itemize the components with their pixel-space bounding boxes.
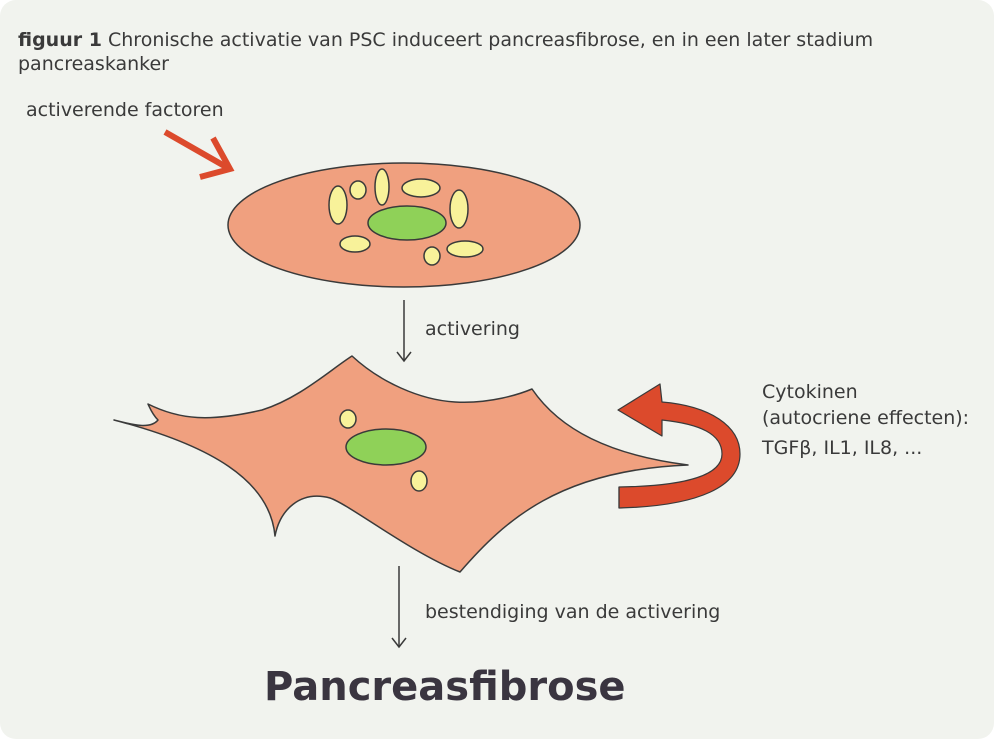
- caption-text: Chronische activatie van PSC induceert p…: [18, 29, 874, 75]
- activation-arrow: [396, 300, 412, 363]
- lipid-vesicle: [449, 189, 469, 229]
- persistence-arrow: [391, 566, 407, 649]
- activated-stellate-cell: [113, 355, 689, 573]
- lipid-vesicle: [339, 409, 357, 429]
- activating-factor-arrow: [163, 129, 235, 180]
- lipid-vesicle: [339, 235, 371, 253]
- lipid-vesicle: [349, 180, 367, 200]
- cytokines-label: Cytokinen: [762, 381, 858, 403]
- activating-factors-label: activerende factoren: [26, 99, 224, 121]
- lipid-vesicle: [328, 185, 348, 225]
- lipid-vesicle: [401, 178, 441, 198]
- persistence-label: bestendiging van de activering: [425, 601, 721, 623]
- cytokines-list-label: TGFβ, IL1, IL8, ...: [762, 437, 923, 459]
- lipid-vesicle: [446, 240, 484, 258]
- cytokines-autocrine-label: (autocriene effecten):: [762, 407, 970, 429]
- lipid-vesicle: [423, 246, 441, 266]
- lipid-vesicle: [374, 168, 390, 206]
- activation-label: activering: [425, 318, 520, 340]
- quiescent-stellate-cell: [227, 162, 581, 288]
- activated-nucleus: [345, 428, 427, 466]
- lipid-vesicle: [410, 470, 428, 492]
- autocrine-loop-arrow: [617, 383, 741, 509]
- caption-prefix: figuur 1: [18, 29, 102, 51]
- outcome-title: Pancreasfibrose: [264, 664, 626, 710]
- quiescent-nucleus: [367, 205, 447, 241]
- figure-caption: figuur 1 Chronische activatie van PSC in…: [18, 28, 918, 76]
